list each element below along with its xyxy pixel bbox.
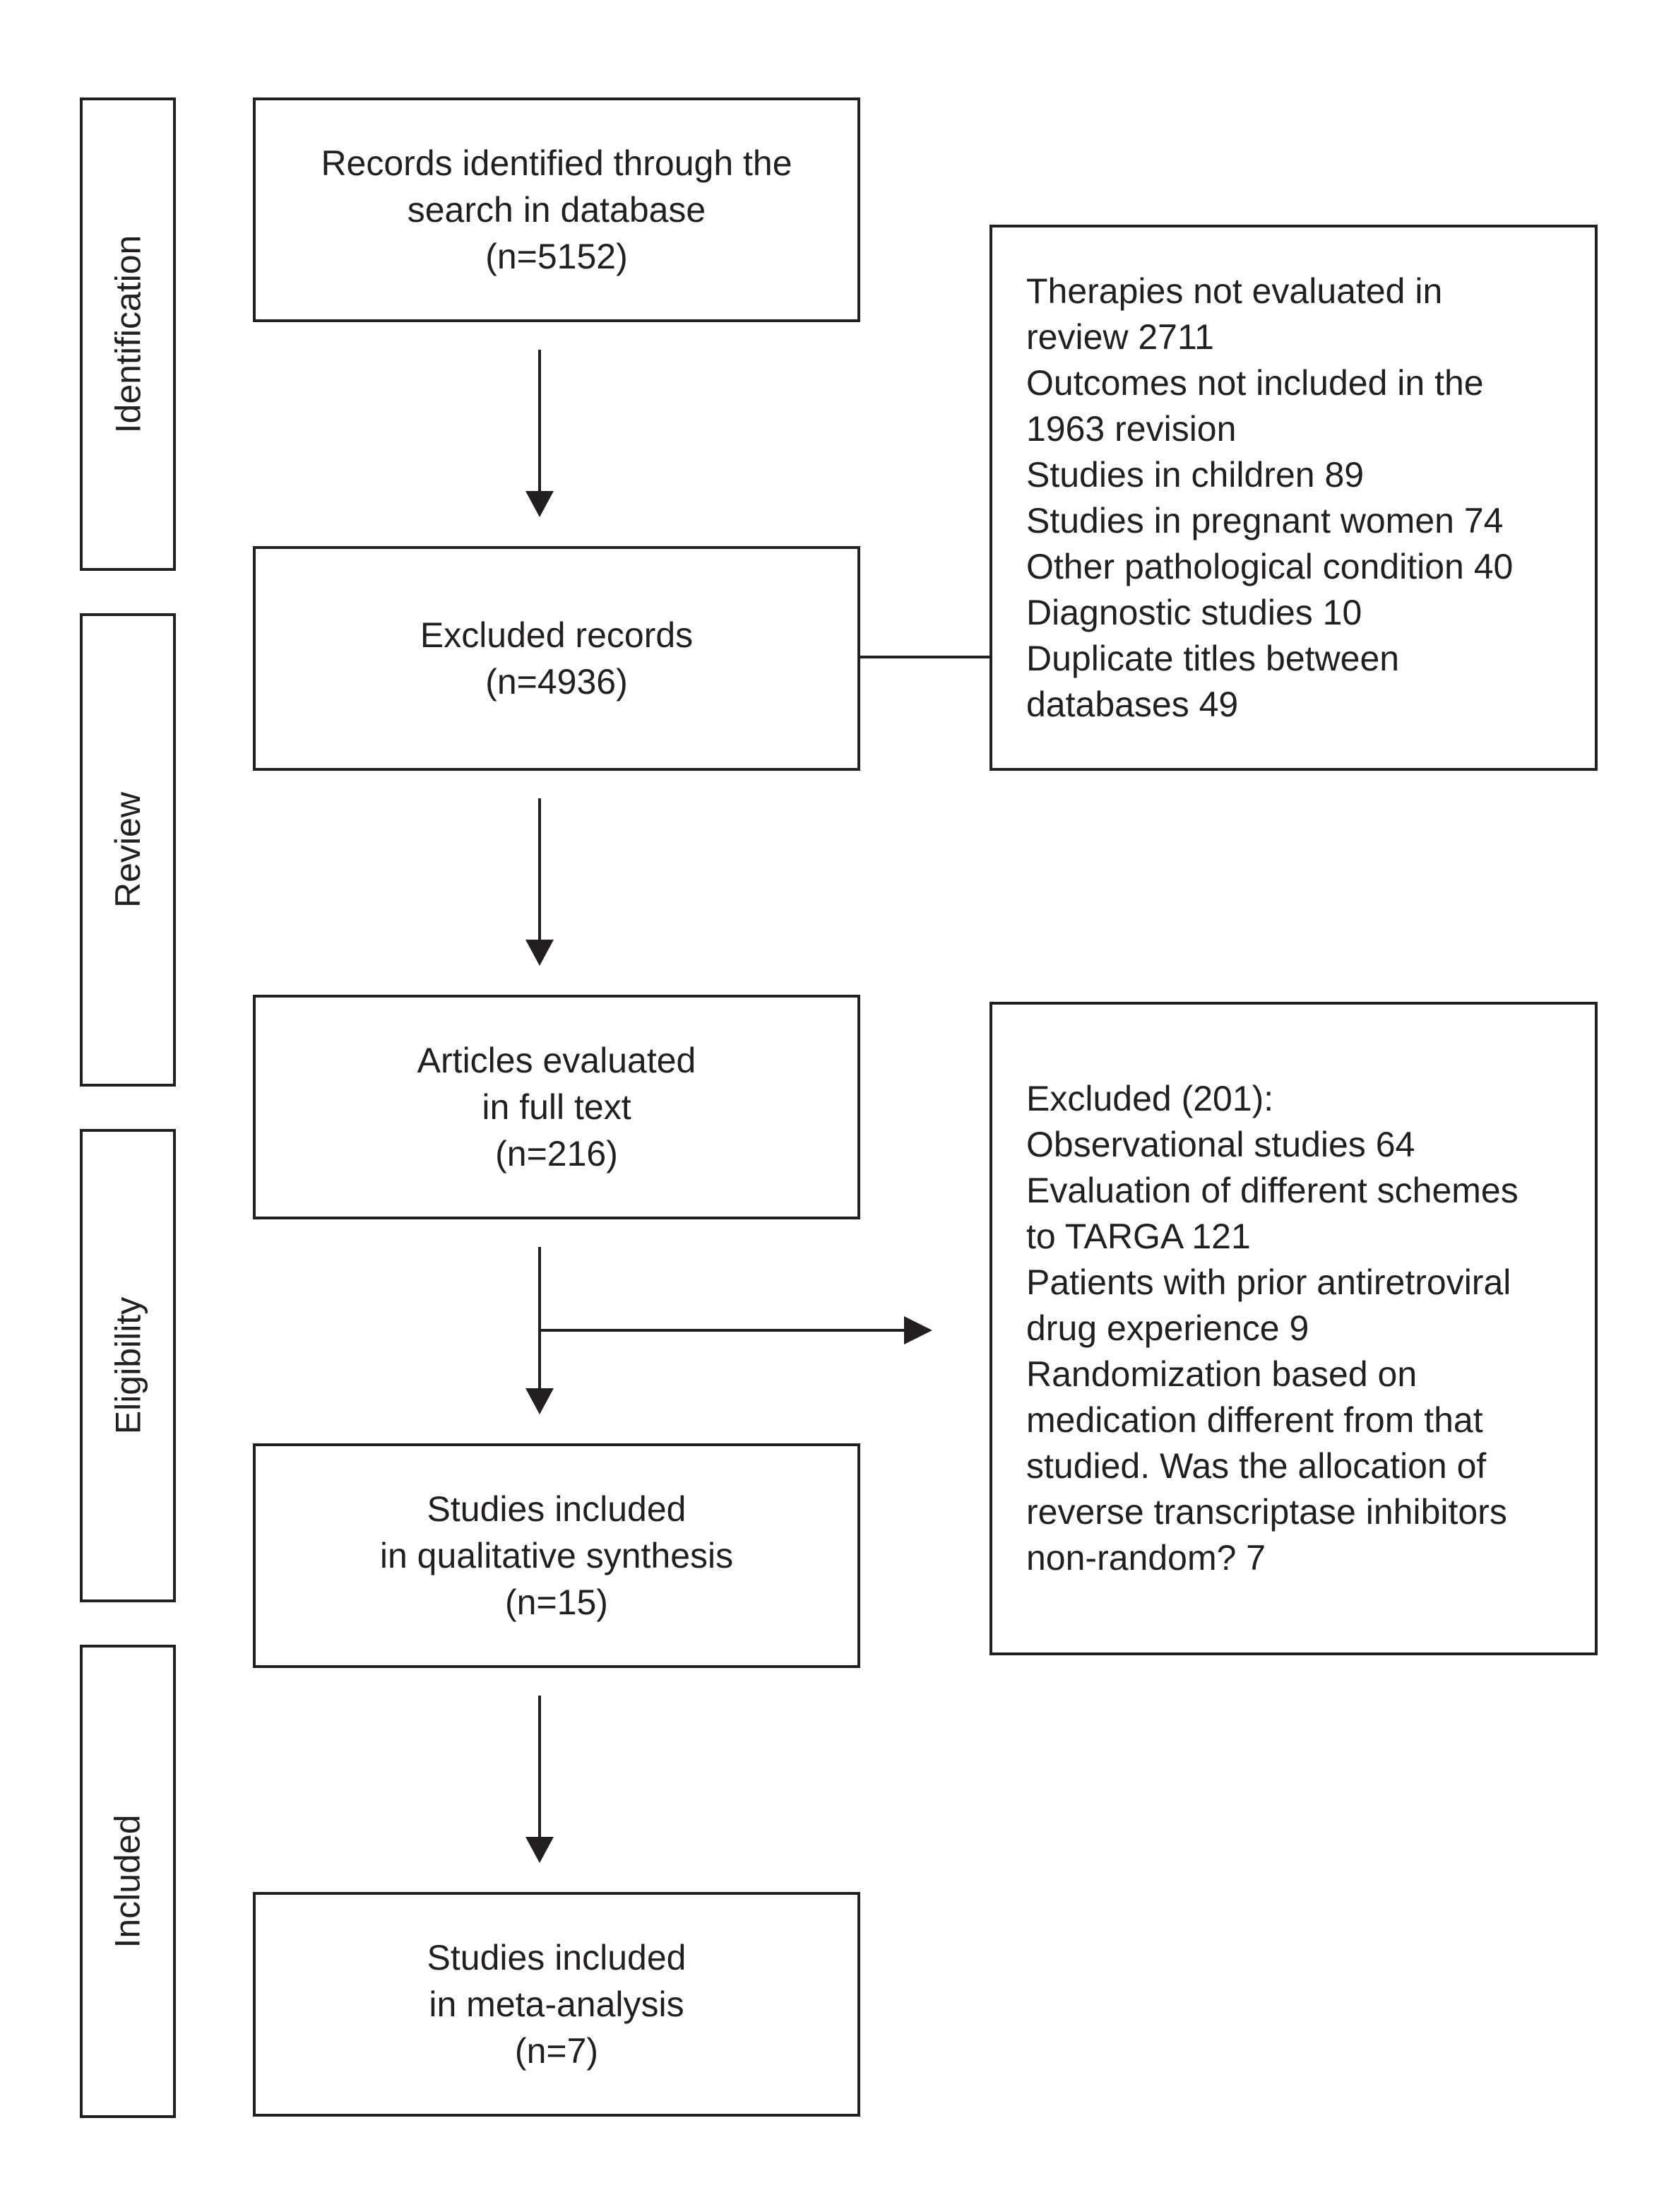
stage-identification: Identification (80, 97, 176, 571)
stage-eligibility-label: Eligibility (108, 1296, 148, 1435)
exclusion-reason: Duplicate titles between (1026, 638, 1400, 678)
box-qualitative-synthesis: Studies included in qualitative synthesi… (253, 1443, 860, 1668)
meta-line-2: in meta-analysis (429, 1985, 684, 2024)
identified-line-1: Records identified through the (321, 143, 792, 183)
arrowhead-right (904, 1316, 932, 1344)
exclusion-reason: Patients with prior antiretroviral (1026, 1262, 1511, 1302)
exclusion-reasons-list-2: Excluded (201): Observational studies 64… (992, 1076, 1518, 1581)
stage-included-label: Included (108, 1814, 148, 1948)
exclusion-reason: databases 49 (1026, 684, 1239, 724)
exclusion-reason: Therapies not evaluated in (1026, 271, 1443, 311)
meta-count: (n=7) (514, 2031, 599, 2071)
full-text-line-1: Articles evaluated (417, 1041, 696, 1080)
box-excluded-records: Excluded records (n=4936) (253, 546, 860, 771)
box-meta-analysis: Studies included in meta-analysis (n=7) (253, 1892, 860, 2117)
identified-count: (n=5152) (485, 237, 628, 276)
exclusion-reason: Studies in pregnant women 74 (1026, 500, 1504, 540)
box-exclusion-reasons-review: Therapies not evaluated in review 2711 O… (989, 225, 1598, 771)
exclusion-reasons-list-1: Therapies not evaluated in review 2711 O… (992, 268, 1513, 728)
arrowhead-2 (525, 940, 554, 966)
excluded-records-count: (n=4936) (485, 662, 628, 702)
qualitative-line-2: in qualitative synthesis (379, 1536, 734, 1575)
full-text-line-2: in full text (482, 1087, 631, 1127)
box-exclusion-reasons-eligibility: Excluded (201): Observational studies 64… (989, 1002, 1598, 1655)
box-records-identified: Records identified through the search in… (253, 97, 860, 322)
stage-review: Review (80, 613, 176, 1087)
exclusion-reason: Studies in children 89 (1026, 454, 1365, 495)
exclusion-reason: Outcomes not included in the (1026, 362, 1484, 403)
stage-included: Included (80, 1645, 176, 2118)
exclusion-reason: review 2711 (1026, 317, 1214, 357)
stage-identification-label: Identification (108, 235, 148, 434)
exclusion-reason: Other pathological condition 40 (1026, 546, 1514, 586)
exclusion-reason: Diagnostic studies 10 (1026, 592, 1362, 632)
exclusion-reason: studied. Was the allocation of (1026, 1446, 1487, 1486)
arrowhead-4 (525, 1837, 554, 1863)
exclusion-reason: to TARGA 121 (1026, 1217, 1251, 1256)
exclusion-reason: reverse transcriptase inhibitors (1026, 1492, 1507, 1532)
exclusion-reason: Randomization based on (1026, 1354, 1418, 1394)
qualitative-count: (n=15) (505, 1583, 608, 1622)
arrowhead-3 (525, 1388, 554, 1414)
stage-eligibility: Eligibility (80, 1129, 176, 1602)
identified-line-2: search in database (407, 190, 706, 230)
box-full-text: Articles evaluated in full text (n=216) (253, 995, 860, 1219)
excluded-records-line-1: Excluded records (420, 615, 694, 655)
stage-review-label: Review (108, 792, 148, 908)
exclusion-reason: Evaluation of different schemes (1026, 1171, 1518, 1210)
exclusion-reason: Observational studies 64 (1026, 1125, 1415, 1164)
arrowhead-1 (525, 491, 554, 517)
exclusion-reason: medication different from that (1026, 1400, 1483, 1440)
exclusion-reason: non-random? 7 (1026, 1538, 1266, 1578)
exclusion-reason: 1963 revision (1026, 408, 1237, 449)
qualitative-line-1: Studies included (427, 1489, 687, 1529)
exclusion-reason: Excluded (201): (1026, 1079, 1274, 1118)
full-text-count: (n=216) (495, 1134, 618, 1173)
exclusion-reason: drug experience 9 (1026, 1308, 1309, 1348)
meta-line-1: Studies included (427, 1938, 687, 1977)
